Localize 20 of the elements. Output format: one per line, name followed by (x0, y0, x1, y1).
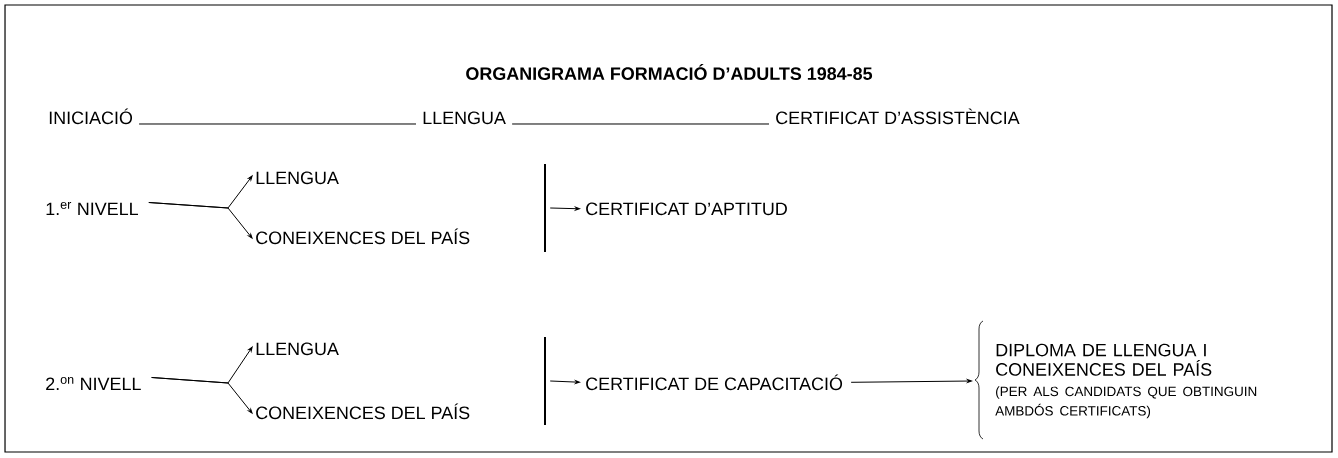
arrow (151, 377, 253, 414)
subject-label: LLENGUA (256, 171, 339, 185)
stage-label: CERTIFICAT D’ASSISTÈNCIA (776, 108, 1020, 125)
level-label: 2.$^{on}$ NIVELL (46, 377, 141, 390)
subject-label: LLENGUA (256, 342, 339, 356)
arrow (850, 379, 972, 383)
connector-line (511, 123, 770, 125)
arrow (148, 202, 253, 239)
level-label: 1.$^{er}$ NIVELL (46, 202, 138, 215)
certificate-label: CERTIFICAT D’APTITUD (586, 202, 787, 216)
stage-label: LLENGUA (423, 111, 506, 125)
subject-label: CONEIXENCES DEL PAÍS (256, 228, 470, 245)
subject-label: CONEIXENCES DEL PAÍS (256, 403, 470, 420)
arrow (549, 380, 581, 384)
certificate-label: CERTIFICAT DE CAPACITACIÓ (586, 374, 843, 391)
stage-label: INICIACIÓ (49, 108, 133, 125)
connector-line (138, 123, 417, 125)
diploma-label: DIPLOMA DE LLENGUA I CONEIXENCES DEL PAÍS (PER ALS CANDIDATS QUE OBTINGUIN AMBDÓS CERTIFICATS) (995, 343, 1257, 419)
arrow (549, 206, 581, 211)
title: ORGANIGRAMA FORMACIÓ D’ADULTS 1984-85 (466, 63, 873, 80)
